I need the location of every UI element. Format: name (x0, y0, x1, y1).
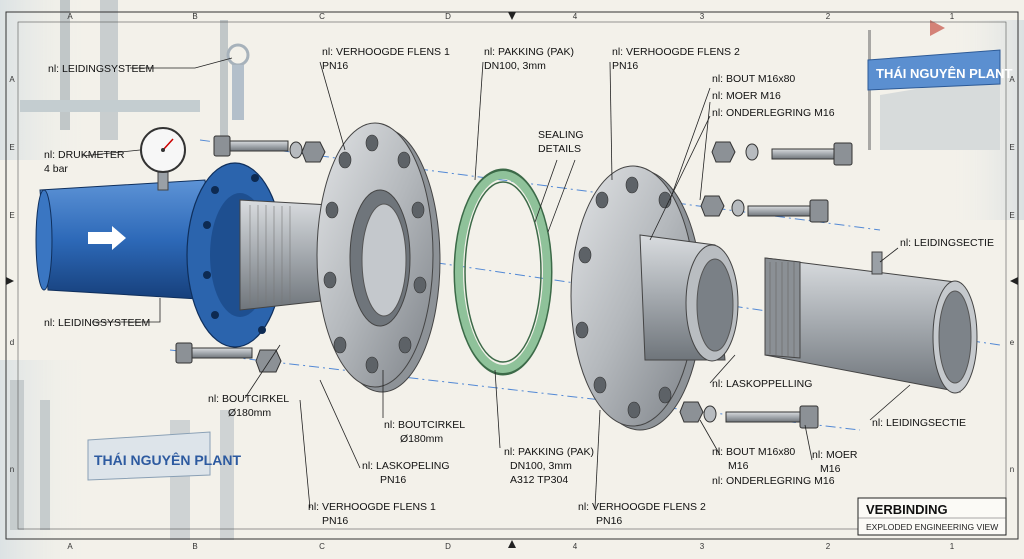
bolt-set-top-left (213, 135, 326, 163)
center-mark-left (6, 277, 14, 285)
title-block-subtitle: EXPLODED ENGINEERING VIEW (866, 522, 998, 532)
label-boutcirkel-left: nl: BOUTCIRKEL (208, 393, 289, 405)
leidingsectie-pipe (764, 251, 978, 394)
grid-label-top: 3 (700, 12, 705, 21)
label-verhoogde-flens-2-top: nl: VERHOOGDE FLENS 2 (612, 46, 740, 58)
grid-labels-bottom: A B C D 4 3 2 1 (67, 542, 954, 551)
label-leidingsysteem-top: nl: LEIDINGSYSTEEM (48, 63, 154, 75)
label-pakking-bottom: nl: PAKKING (PAK) (504, 446, 594, 458)
plant-sign-top: THÁI NGUYÊN PLANT (867, 49, 1013, 91)
grid-label-left: A (9, 75, 15, 84)
threaded-nipple (239, 199, 331, 311)
center-mark-bottom (508, 540, 516, 548)
label-bout-bottom-size: M16 (728, 460, 749, 472)
label-bout-bottom: nl: BOUT M16x80 (712, 446, 795, 458)
label-pakking-bottom-material: A312 TP304 (510, 474, 568, 486)
center-mark-top (508, 12, 516, 20)
pakking-gasket (453, 168, 553, 376)
bolt-axis-bottom (169, 349, 861, 431)
grid-label-bottom: 4 (573, 542, 578, 551)
grid-label-bottom: B (192, 542, 197, 551)
grid-label-bottom: 1 (950, 542, 955, 551)
grid-label-bottom: 3 (700, 542, 705, 551)
label-pakking-top-size: DN100, 3mm (484, 60, 546, 72)
label-moer-bottom-size: M16 (820, 463, 841, 475)
label-pakking-top: nl: PAKKING (PAK) (484, 46, 574, 58)
label-pakking-bottom-size: DN100, 3mm (510, 460, 572, 472)
plant-scenery-left (0, 0, 300, 559)
label-sealing-details-1: SEALING (538, 129, 584, 141)
leidingsysteem-pipe (35, 179, 216, 301)
grid-label-top: 2 (826, 12, 831, 21)
label-verhoogde-flens-1-top: nl: VERHOOGDE FLENS 1 (322, 46, 450, 58)
label-leidingsysteem-bottom: nl: LEIDINGSYSTEEM (44, 317, 150, 329)
flow-arrow-icon (88, 226, 126, 250)
label-bout-top: nl: BOUT M16x80 (712, 73, 795, 85)
label-onderlegring-top: nl: ONDERLEGRING M16 (712, 107, 835, 119)
grid-label-right: E (1009, 211, 1014, 220)
verhoogde-flens-1 (316, 122, 441, 393)
bolt-set-top-right-2 (700, 195, 829, 223)
grid-labels-left: A E Ed n (9, 75, 15, 474)
title-block: VERBINDING EXPLODED ENGINEERING VIEW (857, 497, 1007, 536)
verhoogde-flens-2 (570, 165, 739, 431)
plant-sign-bottom: THÁI NGUYÊN PLANT (87, 431, 241, 481)
label-onderlegring-bottom: nl: ONDERLEGRING M16 (712, 475, 835, 487)
grid-label-bottom: A (67, 542, 73, 551)
label-boutcirkel-mid: nl: BOUTCIRKEL (384, 419, 465, 431)
label-boutcirkel-left-value: Ø180mm (228, 407, 271, 419)
grid-labels-right: A E Ee n (1009, 75, 1015, 474)
plant-sign-bottom-text: THÁI NGUYÊN PLANT (94, 451, 241, 468)
label-leidingsectie-right: nl: LEIDINGSECTIE (900, 237, 994, 249)
grid-label-top: 4 (573, 12, 578, 21)
grid-label-right: A (1009, 75, 1015, 84)
leader-lines (81, 57, 911, 509)
grid-label-top: C (319, 12, 325, 21)
grid-label-right: e (1010, 338, 1015, 347)
grid-label-right: E (1009, 143, 1014, 152)
label-moer-top: nl: MOER M16 (712, 90, 781, 102)
drukmeter-gauge (140, 127, 186, 191)
center-mark-right (1010, 277, 1018, 285)
grid-label-bottom: D (445, 542, 451, 551)
bolt-set-bottom-right (679, 401, 819, 429)
grid-label-left: E (9, 143, 14, 152)
grid-label-left: n (10, 465, 14, 474)
label-verhoogde-flens-2-top-rating: PN16 (612, 60, 638, 72)
label-verhoogde-flens-1-top-rating: PN16 (322, 60, 348, 72)
grid-label-left: d (10, 338, 14, 347)
label-laskopeling-left: nl: LASKOPELING (362, 460, 450, 472)
grid-label-top: D (445, 12, 451, 21)
grid-labels-top: A B C D 4 3 2 1 (67, 12, 954, 21)
label-drukmeter-value: 4 bar (44, 163, 68, 175)
label-drukmeter: nl: DRUKMETER (44, 149, 125, 161)
label-verhoogde-flens-1-bottom-rating: PN16 (322, 515, 348, 527)
label-verhoogde-flens-1-bottom: nl: VERHOOGDE FLENS 1 (308, 501, 436, 513)
bolt-set-bottom-left (175, 342, 282, 373)
plant-sign-top-text: THÁI NGUYÊN PLANT (876, 66, 1013, 81)
grid-label-top: A (67, 12, 73, 21)
label-boutcirkel-mid-value: Ø180mm (400, 433, 443, 445)
label-moer-bottom: nl: MOER (812, 449, 858, 461)
label-sealing-details-2: DETAILS (538, 143, 581, 155)
label-verhoogde-flens-2-bottom-rating: PN16 (596, 515, 622, 527)
label-laskopeling-left-rating: PN16 (380, 474, 406, 486)
grid-label-left: E (9, 211, 14, 220)
title-block-title: VERBINDING (866, 502, 948, 517)
bolt-set-top-right-1 (711, 141, 853, 166)
grid-label-bottom: 2 (826, 542, 831, 551)
label-leidingsectie-lower: nl: LEIDINGSECTIE (872, 417, 966, 429)
inner-border (17, 21, 1007, 530)
grid-label-right: n (1010, 465, 1014, 474)
label-verhoogde-flens-2-bottom: nl: VERHOOGDE FLENS 2 (578, 501, 706, 513)
grid-label-top: B (192, 12, 197, 21)
grid-label-top: 1 (950, 12, 955, 21)
grid-label-bottom: C (319, 542, 325, 551)
callout-labels: nl: LEIDINGSYSTEEM nl: DRUKMETER 4 bar n… (44, 46, 994, 527)
label-laskoppelling-right: nl: LASKOPPELLING (712, 378, 812, 390)
